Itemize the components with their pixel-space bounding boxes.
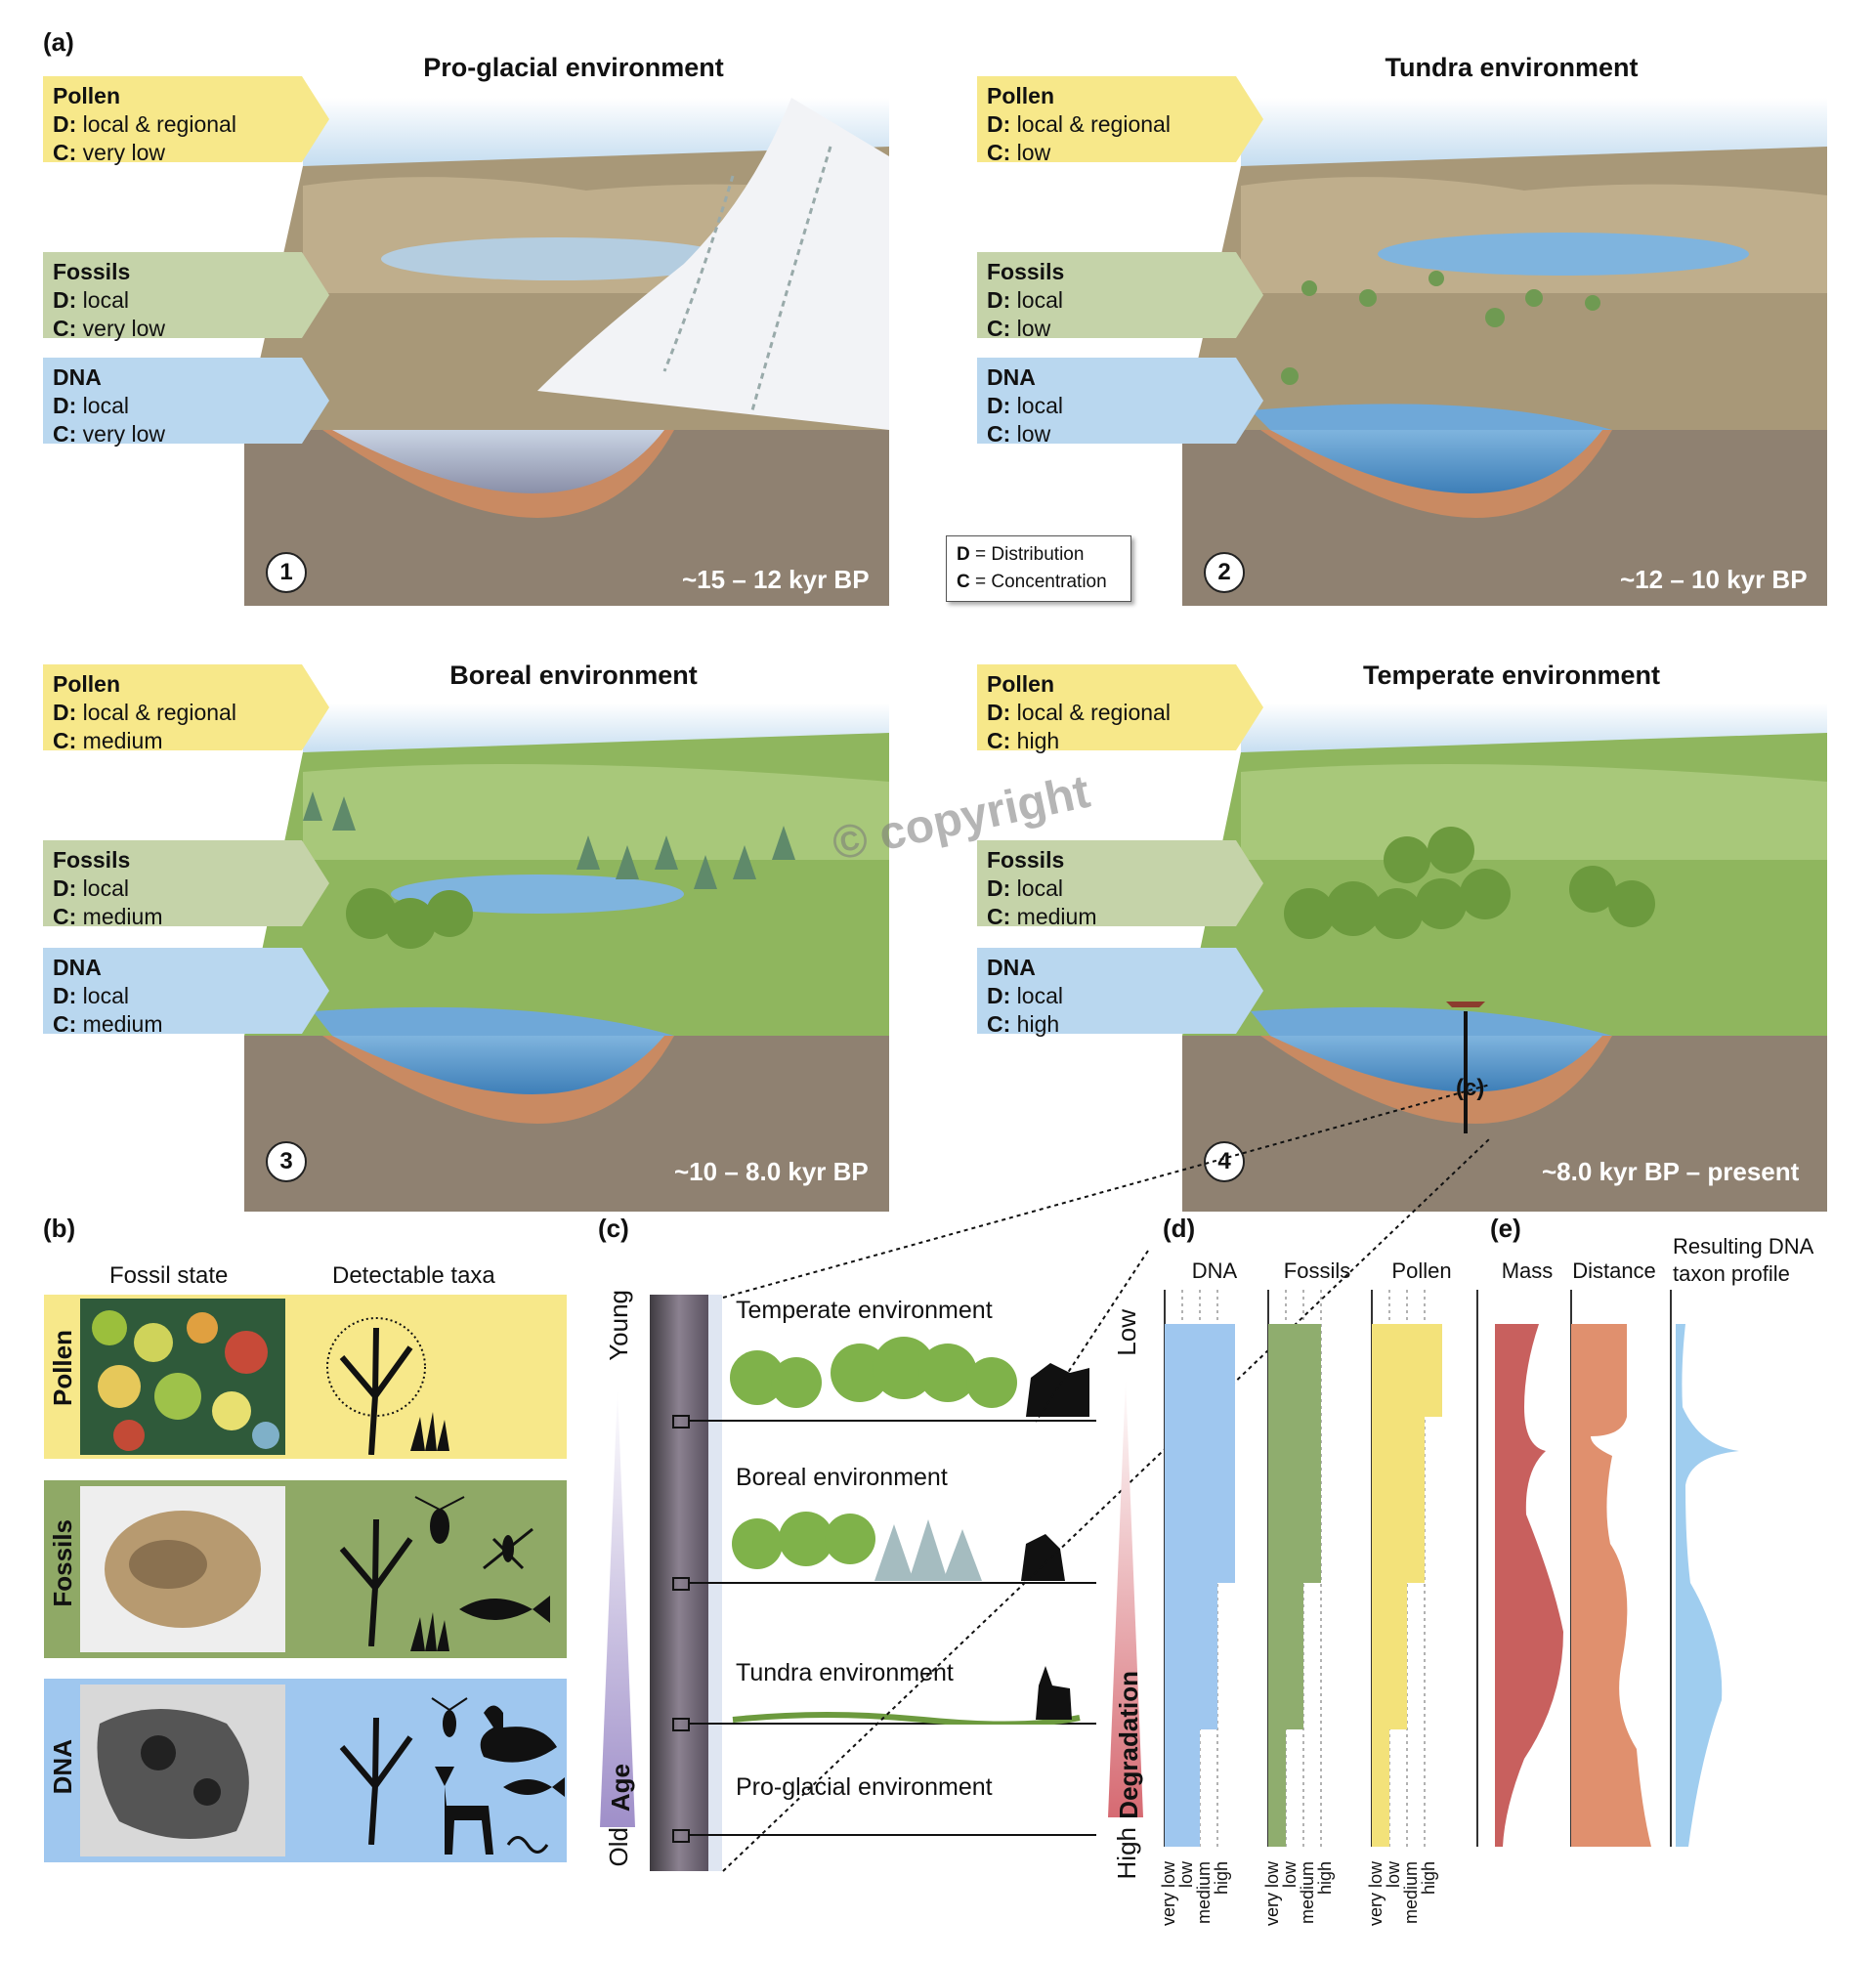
core-marker-3 (672, 1718, 690, 1731)
mosquito-icon (483, 1527, 533, 1570)
tree-silhouette-icon (339, 1717, 413, 1845)
d-tick-pollen-high: high (1419, 1861, 1438, 1896)
d-tick-fossils-high: high (1315, 1861, 1335, 1896)
row-pollen: Pollen (44, 1295, 567, 1459)
env-line-boreal (688, 1582, 1096, 1584)
grass-icon (410, 1612, 449, 1651)
fish-icon (459, 1596, 550, 1623)
d-header-pollen: Pollen (1391, 1258, 1452, 1283)
scene-age-4: ~8.0 kyr BP – present (1542, 1157, 1800, 1186)
duck-icon (480, 1705, 557, 1763)
scene-title-tundra: Tundra environment (1385, 53, 1639, 82)
degradation-gradient-triangle (1108, 1378, 1143, 1817)
e-header-profile: Resulting DNA taxon profile (1673, 1234, 1813, 1286)
e-header-mass: Mass (1501, 1258, 1554, 1283)
boreal-trees-illustration (732, 1512, 1065, 1581)
scene-title-temperate: Temperate environment (1362, 661, 1661, 690)
tag-fossils-1: Fossils D: local C: very low (43, 252, 329, 341)
tag-dna-2: DNA D: local C: low (977, 358, 1263, 447)
label-degradation: Degradation (1114, 1671, 1143, 1819)
panel-label-c: (c) (598, 1214, 629, 1243)
scene-number-4: 4 (1204, 1141, 1245, 1182)
tag-dna-1: DNA D: local C: very low (43, 358, 329, 447)
tag-fossils-3: Fossils D: local C: medium (43, 840, 329, 929)
tag-fossils-2: Fossils D: local C: low (977, 252, 1263, 341)
scene-2-illustration (1182, 98, 1827, 606)
scene-age-2: ~12 – 10 kyr BP (1620, 565, 1808, 594)
col-fossil-state: Fossil state (109, 1262, 229, 1289)
row-dna: DNA (44, 1679, 567, 1862)
legend-distribution: D = Distribution (957, 544, 1085, 565)
env-label-temperate: Temperate environment (736, 1297, 993, 1324)
env-label-proglacial: Pro-glacial environment (736, 1773, 993, 1801)
daphnia-icon (414, 1496, 465, 1544)
macrofossils-image (80, 1486, 285, 1652)
d-header-dna: DNA (1191, 1258, 1238, 1283)
legend-concentration: C = Concentration (957, 572, 1107, 592)
tree-silhouette-icon (339, 1518, 413, 1646)
panel-d-chart (1164, 1290, 1442, 1847)
core-marker-4 (672, 1829, 690, 1843)
worm-icon (506, 1836, 549, 1854)
scene-age-1: ~15 – 12 kyr BP (682, 565, 870, 594)
panel-label-a: (a) (43, 27, 74, 57)
tundra-illustration (732, 1666, 1081, 1725)
tag-pollen-2: Pollen D: local & regional C: low (977, 76, 1263, 165)
scene-title-proglacial: Pro-glacial environment (423, 53, 724, 82)
legend-box: D = Distribution C = Concentration (946, 535, 1131, 602)
core-marker-2 (672, 1577, 690, 1591)
tag-pollen-4: Pollen D: local & regional C: high (977, 664, 1263, 753)
d-tick-dna-high: high (1212, 1861, 1231, 1896)
dna-micrograph-image (80, 1685, 285, 1856)
env-line-tundra (688, 1723, 1096, 1725)
panel-label-d: (d) (1163, 1214, 1196, 1243)
scene-4-illustration (1182, 704, 1827, 1212)
label-high: High (1112, 1827, 1141, 1880)
daphnia-icon (431, 1697, 468, 1737)
scene-1-illustration (244, 98, 889, 606)
e-header-distance: Distance (1572, 1258, 1656, 1283)
tag-fossils-4: Fossils D: local C: medium (977, 840, 1263, 929)
age-gradient-triangle (600, 1387, 635, 1827)
tree-silhouette-icon (326, 1317, 426, 1455)
panel-label-e: (e) (1490, 1214, 1521, 1243)
tag-dna-3: DNA D: local C: medium (43, 948, 329, 1037)
scene-number-1: 1 (266, 552, 307, 593)
col-detectable-taxa: Detectable taxa (332, 1262, 495, 1289)
env-line-temperate (688, 1420, 1096, 1422)
label-low: Low (1112, 1309, 1141, 1356)
d-header-fossils: Fossils (1283, 1258, 1351, 1283)
tag-pollen-3: Pollen D: local & regional C: medium (43, 664, 329, 753)
env-label-boreal: Boreal environment (736, 1464, 948, 1491)
scene-age-3: ~10 – 8.0 kyr BP (674, 1157, 869, 1186)
grass-icon (410, 1412, 449, 1451)
env-label-tundra: Tundra environment (736, 1659, 954, 1686)
env-line-proglacial (688, 1834, 1096, 1836)
scene-number-3: 3 (266, 1141, 307, 1182)
row-fossils: Fossils (44, 1480, 567, 1658)
panel-label-b: (b) (43, 1214, 76, 1243)
tag-pollen-1: Pollen D: local & regional C: very low (43, 76, 329, 165)
tag-dna-4: DNA D: local C: high (977, 948, 1263, 1037)
scene-number-2: 2 (1204, 552, 1245, 593)
fish-icon (503, 1777, 565, 1797)
scene-3-illustration (244, 704, 889, 1212)
panel-e-chart (1476, 1290, 1739, 1847)
scene-title-boreal: Boreal environment (449, 661, 698, 690)
core-marker-1 (672, 1415, 690, 1429)
pollen-grains-image (80, 1299, 285, 1455)
deer-icon (435, 1767, 493, 1855)
